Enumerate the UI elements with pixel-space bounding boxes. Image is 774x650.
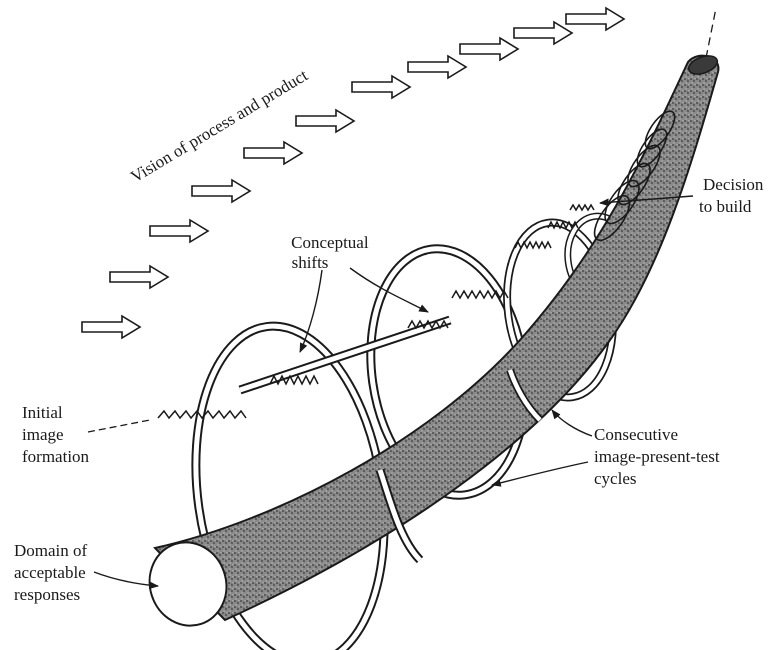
domain-label: Domain of acceptable responses: [14, 541, 91, 604]
hollow-arrow-icon: [514, 22, 572, 44]
tube: [139, 52, 720, 635]
initial-leader-line: [88, 420, 150, 432]
decision-to-build-label: Decision to build: [699, 175, 768, 216]
vision-arrows: [82, 8, 624, 338]
hollow-arrow-icon: [150, 220, 208, 242]
initial-image-formation-label: Initial image formation: [22, 403, 90, 466]
hollow-arrow-icon: [566, 8, 624, 30]
hollow-arrow-icon: [82, 316, 140, 338]
consecutive-cycles-label: Consecutive image-present-test cycles: [594, 425, 724, 488]
axis-line: [706, 8, 716, 58]
conceptual-shifts-label: Conceptual shifts: [291, 233, 373, 272]
hollow-arrow-icon: [296, 110, 354, 132]
hollow-arrow-icon: [460, 38, 518, 60]
hollow-arrow-icon: [244, 142, 302, 164]
hollow-arrow-icon: [352, 76, 410, 98]
hollow-arrow-icon: [110, 266, 168, 288]
vision-label: Vision of process and product: [127, 65, 311, 186]
hollow-arrow-icon: [192, 180, 250, 202]
hollow-arrow-icon: [408, 56, 466, 78]
zigzag-shift-icon: [570, 205, 594, 210]
